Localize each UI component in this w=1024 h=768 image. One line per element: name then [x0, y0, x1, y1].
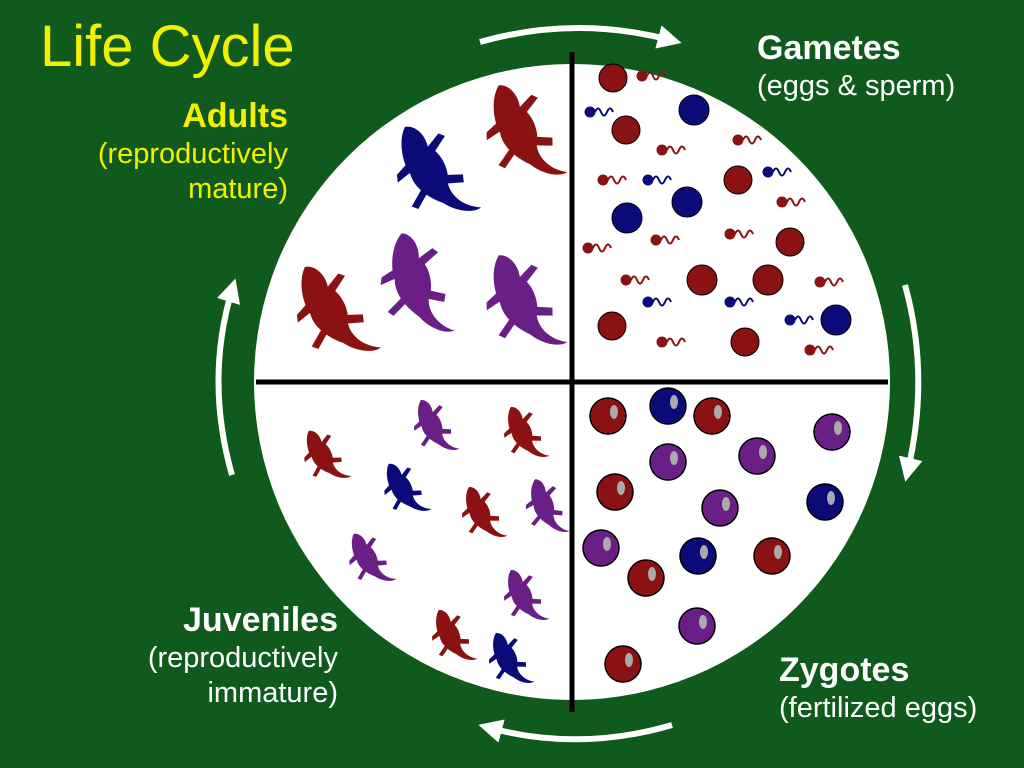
curved-arrow-icon [479, 25, 682, 49]
zygote-icon [678, 607, 716, 645]
zygote-icon [596, 473, 634, 511]
egg-icon [730, 327, 760, 357]
curved-arrow-icon [478, 719, 673, 743]
adults-label: Adults (reproductively mature) [98, 96, 288, 206]
egg-icon [752, 264, 784, 296]
juveniles-desc-line1: (reproductively [147, 641, 338, 674]
egg-icon [598, 63, 628, 93]
egg-icon [678, 94, 710, 126]
adults-desc-line2: mature) [188, 172, 288, 205]
zygote-icon [627, 559, 665, 597]
adults-desc-line1: (reproductively [97, 137, 288, 170]
curved-arrow-icon [899, 284, 923, 482]
egg-icon [686, 264, 718, 296]
zygote-icon [582, 529, 620, 567]
gametes-desc: (eggs & sperm) [757, 69, 956, 102]
zygotes-name: Zygotes [779, 651, 910, 689]
adults-name: Adults [182, 97, 288, 135]
zygote-icon [693, 397, 731, 435]
zygote-icon [679, 537, 717, 575]
zygotes-label: Zygotes (fertilized eggs) [779, 650, 977, 726]
zygote-icon [604, 645, 642, 683]
zygote-icon [753, 537, 791, 575]
egg-icon [611, 115, 641, 145]
egg-icon [820, 304, 852, 336]
slide-title: Life Cycle [40, 14, 295, 79]
gametes-quadrant [597, 63, 852, 357]
zygote-icon [649, 443, 687, 481]
zygote-icon [806, 483, 844, 521]
zygote-icon [738, 437, 776, 475]
zygote-icon [813, 413, 851, 451]
egg-icon [611, 202, 643, 234]
egg-icon [723, 165, 753, 195]
gametes-name: Gametes [757, 29, 901, 67]
egg-icon [671, 186, 703, 218]
juveniles-label: Juveniles (reproductively immature) [148, 600, 338, 710]
egg-icon [597, 311, 627, 341]
juveniles-desc-line2: immature) [207, 676, 338, 709]
egg-icon [775, 227, 805, 257]
zygote-icon [589, 397, 627, 435]
curved-arrow-icon [215, 278, 241, 476]
zygotes-desc: (fertilized eggs) [779, 691, 978, 724]
zygote-icon [649, 387, 687, 425]
gametes-label: Gametes (eggs & sperm) [757, 28, 955, 104]
zygote-icon [701, 489, 739, 527]
juveniles-name: Juveniles [183, 601, 338, 639]
